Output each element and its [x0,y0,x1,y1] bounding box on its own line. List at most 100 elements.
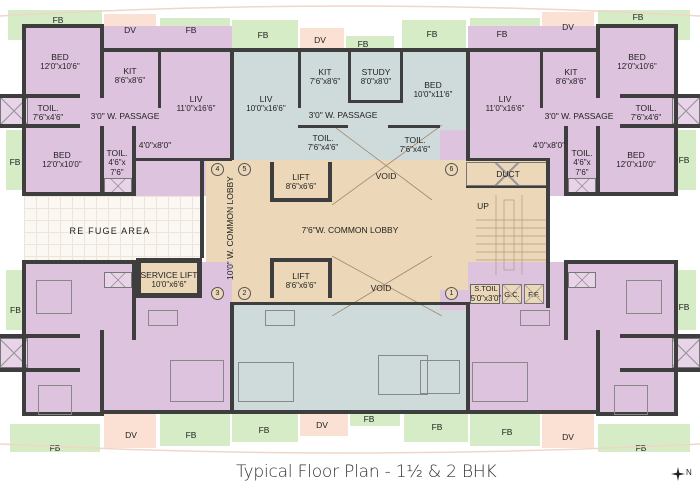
bed-furniture [378,355,428,395]
flower-bed [402,20,466,50]
wall [22,260,26,416]
fb-label: FB [678,155,690,165]
wall [132,126,136,196]
fb-label: FB [49,443,61,453]
wall [564,126,568,196]
marker-5: 5 [238,163,251,176]
bed-furniture [626,280,662,314]
flower-bed [6,270,24,330]
sofa [472,362,528,402]
shaft [568,272,596,288]
void-bottom-lines [332,256,442,316]
room-toilet: TOIL.7'6"x4'6" [399,135,431,154]
wall [468,48,600,52]
dv-label: DV [124,25,136,35]
wall [298,48,301,108]
bed-furniture [38,385,72,415]
staircase [476,195,546,275]
fb-label: FB [363,414,375,424]
dv-label: DV [562,22,574,32]
dry-verandah [300,412,348,436]
service-lift [136,258,202,298]
marker-4: 4 [211,163,224,176]
shaft [104,272,132,288]
dining-table [148,310,178,326]
void-top-lines [332,125,442,205]
wall [348,100,402,103]
wall [598,24,678,28]
dining-table [265,310,295,326]
wall [674,24,678,196]
wall [158,48,161,108]
dv-label: DV [562,432,574,442]
wall [568,260,678,264]
foyer-dim: 4'0"x8'0" [138,140,172,150]
wall [100,330,104,416]
dry-verandah [542,412,594,448]
fb-label: FB [357,39,369,49]
wall [22,260,132,264]
fb-label: FB [52,15,64,25]
fire-fighting-shaft [524,284,544,304]
wall [200,158,204,258]
horizontal-lobby-label: 7'6"W. COMMON LOBBY [301,225,399,235]
dry-verandah [300,28,344,50]
fb-label: FB [635,443,647,453]
void-top-label: VOID [375,171,397,181]
wall [466,186,550,188]
shaft [104,178,132,194]
plan-title: Typical Floor Plan - 1½ & 2 BHK [236,462,497,482]
wall [22,192,132,196]
dining-table [520,310,550,326]
wall [620,124,700,128]
wall [0,94,80,98]
marker-2: 2 [238,287,251,300]
wall [546,158,550,308]
wall [230,302,470,305]
wall [100,126,104,196]
wall [132,260,136,340]
fb-label: FB [10,305,21,315]
flower-bed [160,412,230,446]
wall [468,410,600,414]
room-toilet: TOIL.7'6"x4'6" [32,103,64,122]
top-right-flat-corner [440,130,470,160]
fb-label: FB [426,29,438,39]
flower-bed [232,20,298,50]
passage: 3'0" W. PASSAGE [544,111,614,121]
dv-label: DV [316,420,328,430]
fb-label: FB [258,425,270,435]
flower-bed [678,270,696,330]
wall [568,192,678,196]
sofa [170,360,224,402]
wall [348,48,351,100]
fb-label: FB [185,25,197,35]
wall [596,330,600,416]
fb-label: FB [501,427,513,437]
flower-bed [470,412,540,446]
wall [136,158,232,161]
bed-furniture [36,280,72,314]
wall [540,48,543,108]
service-toilet [470,284,500,304]
fb-label: FB [257,30,269,40]
wall [388,125,440,128]
fire-fighting-label: F.F. [528,290,540,299]
wall [620,94,700,98]
garbage-chute-label: G.C. [504,290,520,299]
dv-label: DV [314,35,326,45]
sofa [238,362,294,402]
